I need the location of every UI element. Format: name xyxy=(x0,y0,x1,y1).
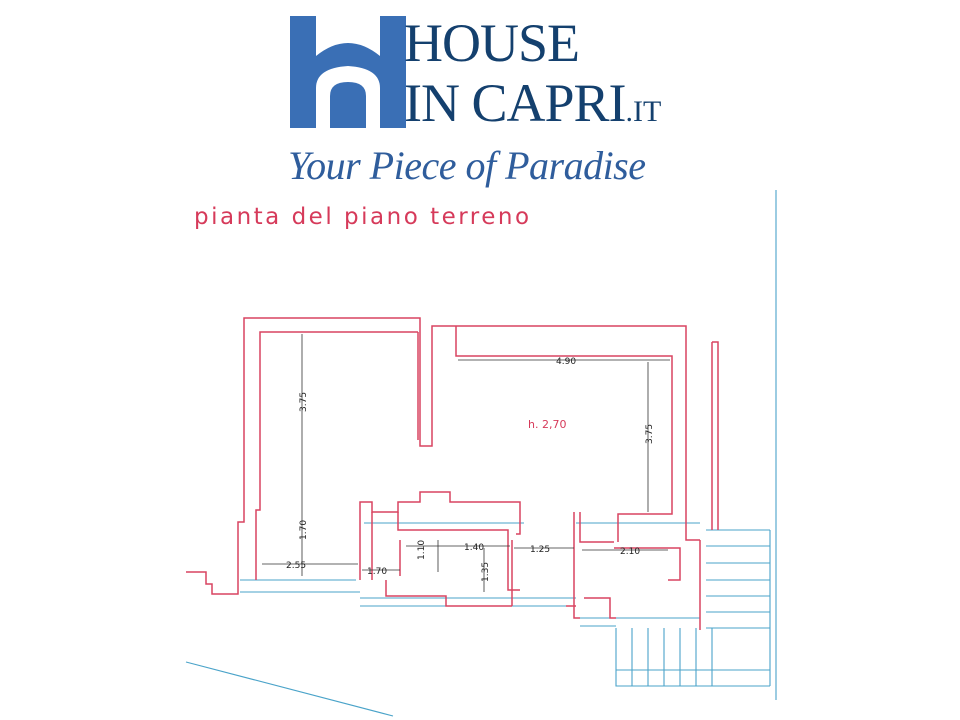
logo-word-in-capri: IN CAPRI.IT xyxy=(404,76,661,139)
dim-small-room-width: 1.70 xyxy=(367,567,387,577)
plan-title: pianta del piano terreno xyxy=(194,204,532,230)
dim-small-room-height: 1.10 xyxy=(417,540,427,560)
height-label: h. 2,70 xyxy=(528,418,566,431)
dim-right-room-height: 3.75 xyxy=(645,424,655,444)
dim-room-b-width: 2.10 xyxy=(620,547,640,557)
logo: HOUSE IN CAPRI.IT Your Piece of Paradise xyxy=(286,12,706,192)
dimension-lines xyxy=(262,334,670,592)
dim-room-a-width: 1.25 xyxy=(530,545,550,555)
dim-corridor-depth: 1.35 xyxy=(481,562,491,582)
dim-left-room-width: 2.55 xyxy=(286,561,306,571)
logo-tagline: Your Piece of Paradise xyxy=(288,143,646,188)
walls xyxy=(186,317,719,630)
site-outline xyxy=(185,190,777,717)
dim-left-room-lower: 1.70 xyxy=(299,520,309,540)
dim-corridor-width: 1.40 xyxy=(464,543,484,553)
dim-left-room-height: 3.75 xyxy=(299,392,309,412)
dim-right-room-width: 4.90 xyxy=(556,357,576,367)
logo-word-house: HOUSE xyxy=(404,13,580,73)
house-arch-logo-icon xyxy=(290,16,406,128)
dimension-labels: 3.75 1.70 2.55 1.70 1.10 1.40 1.35 1.25 … xyxy=(286,357,655,582)
logo-tld: .IT xyxy=(625,95,662,128)
logo-word-capri: IN CAPRI xyxy=(404,73,627,133)
